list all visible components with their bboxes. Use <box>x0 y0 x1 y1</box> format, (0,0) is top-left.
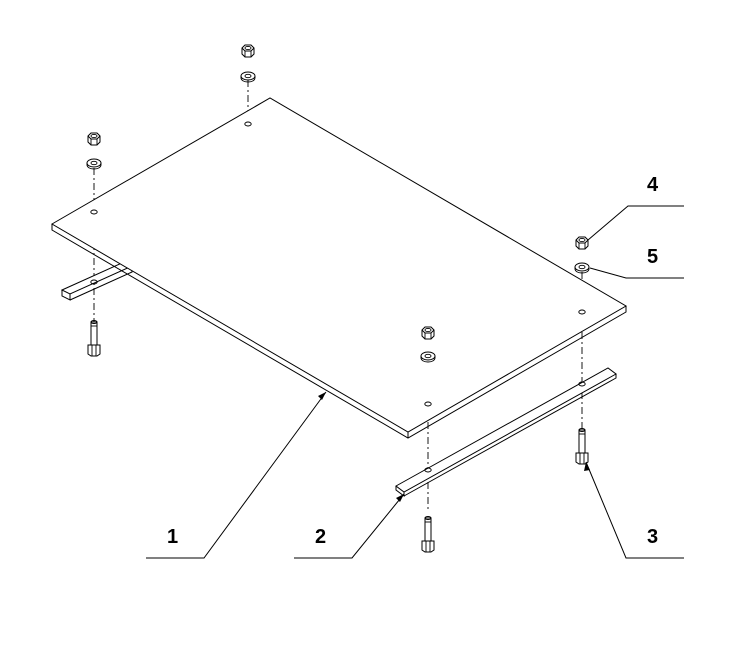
nut-icon <box>575 236 589 250</box>
washer-icon <box>240 71 256 83</box>
washer-icon <box>86 158 102 170</box>
plate <box>51 97 627 439</box>
leader-lines <box>146 205 684 559</box>
nut-icon <box>421 326 435 340</box>
callout-5: 5 <box>647 246 658 268</box>
callout-3: 3 <box>647 526 658 548</box>
callouts: 1 2 3 4 5 <box>167 174 659 548</box>
callout-2: 2 <box>315 526 326 548</box>
bolt-icon <box>87 320 101 357</box>
callout-1: 1 <box>167 526 178 548</box>
nut-icon <box>241 44 255 58</box>
flat-bar-right <box>395 367 617 497</box>
bolt-icon <box>575 428 589 465</box>
washer-icon <box>574 262 590 274</box>
callout-4: 4 <box>647 174 659 196</box>
nut-icon <box>87 132 101 146</box>
washer-icon <box>420 351 436 363</box>
bolt-icon <box>421 516 435 553</box>
